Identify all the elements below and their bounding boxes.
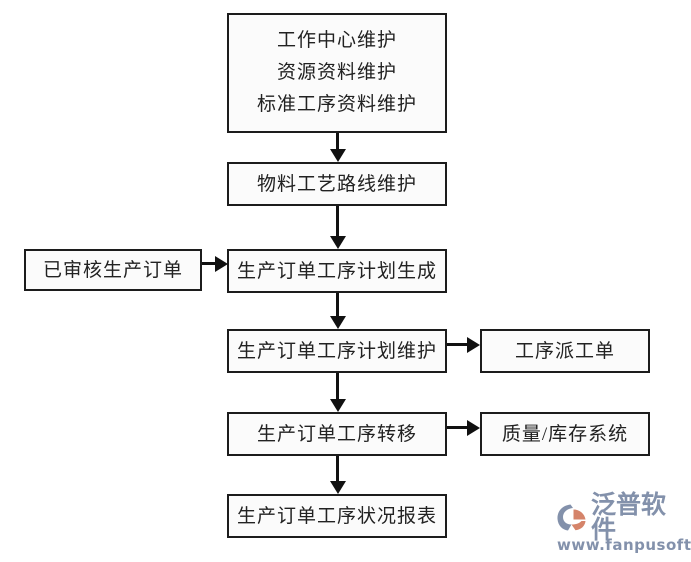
node-order-operation-plan-generate[interactable]: 生产订单工序计划生成: [227, 249, 447, 293]
connector-routing-to-plan-generate: [330, 206, 352, 249]
node-order-operation-status-report[interactable]: 生产订单工序状况报表: [227, 494, 447, 538]
connector-transfer-to-status-report: [330, 456, 352, 494]
arrow-head-down-icon: [330, 399, 346, 412]
node-line: 物料工艺路线维护: [256, 173, 417, 195]
node-order-operation-plan-maintain[interactable]: 生产订单工序计划维护: [227, 329, 447, 373]
fanpu-logo-mark-icon: [557, 504, 586, 531]
node-quality-inventory-system[interactable]: 质量/库存系统: [480, 412, 650, 456]
node-basic-data-maintenance[interactable]: 工作中心维护 资源资料维护 标准工序资料维护: [227, 13, 447, 133]
node-operation-dispatch-order[interactable]: 工序派工单: [480, 329, 650, 373]
connector-shaft: [336, 133, 339, 151]
watermark-logo: 泛普软件 www.fanpusoft.com: [556, 492, 691, 558]
node-line: 已审核生产订单: [42, 259, 183, 281]
node-line: 资源资料维护: [276, 62, 397, 84]
watermark-url: www.fanpusoft.com: [557, 536, 691, 554]
connector-shaft: [336, 373, 339, 400]
connector-shaft: [336, 456, 339, 482]
node-line: 工序派工单: [514, 340, 615, 362]
arrow-head-right-icon: [467, 420, 480, 436]
connector-plan-generate-to-plan-maintain: [330, 293, 352, 329]
connector-shaft: [336, 293, 339, 317]
arrow-head-down-icon: [330, 149, 346, 162]
node-material-routing-maintenance[interactable]: 物料工艺路线维护: [227, 162, 447, 206]
connector-shaft: [336, 206, 339, 237]
watermark-row: 泛普软件: [556, 492, 686, 542]
connector-shaft: [202, 262, 217, 265]
arrow-head-right-icon: [467, 337, 480, 353]
watermark-brand: 泛普软件: [591, 490, 667, 544]
node-line: 生产订单工序计划生成: [236, 260, 437, 282]
node-line: 标准工序资料维护: [256, 93, 417, 115]
node-line: 生产订单工序计划维护: [236, 340, 437, 362]
node-line: 生产订单工序状况报表: [236, 505, 437, 527]
connector-shaft: [447, 343, 469, 346]
connector-plan-maintain-to-transfer: [330, 373, 352, 412]
node-line: 质量/库存系统: [501, 423, 629, 445]
node-line: 生产订单工序转移: [256, 423, 417, 445]
connector-transfer-to-quality-inventory: [447, 420, 480, 442]
arrow-head-down-icon: [330, 481, 346, 494]
node-order-operation-transfer[interactable]: 生产订单工序转移: [227, 412, 447, 456]
arrow-head-right-icon: [215, 256, 228, 272]
connector-shaft: [447, 426, 469, 429]
node-approved-production-order[interactable]: 已审核生产订单: [24, 249, 202, 291]
connector-basic-data-to-routing: [330, 133, 352, 162]
arrow-head-down-icon: [330, 236, 346, 249]
connector-approved-order-to-plan-generate: [202, 256, 228, 278]
node-line: 工作中心维护: [276, 30, 397, 52]
arrow-head-down-icon: [330, 316, 346, 329]
connector-plan-maintain-to-dispatch: [447, 337, 480, 359]
